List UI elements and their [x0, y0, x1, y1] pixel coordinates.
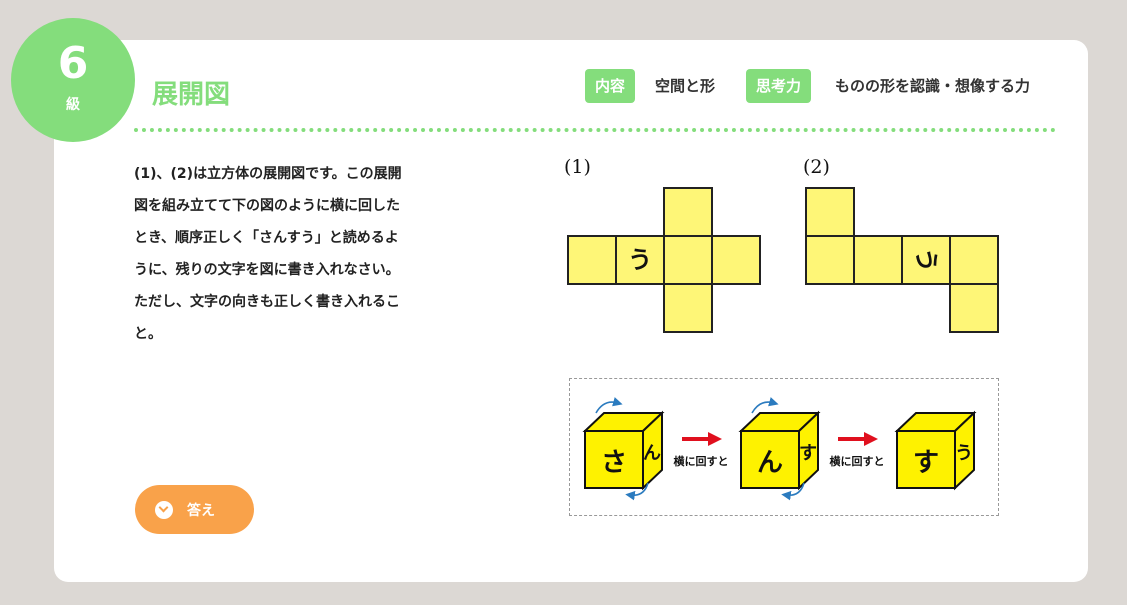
red-arrow-icon: [682, 432, 722, 446]
figure-1-label: (1): [564, 156, 591, 178]
tag-content-label: 内容: [585, 69, 636, 103]
rotation-example-drawing: さ ん 横に回すと ん す 横に回すと: [582, 397, 977, 501]
net2-face: [853, 235, 903, 285]
net1-face: [567, 235, 617, 285]
cube-3-side: う: [955, 443, 973, 464]
net1-face: [663, 283, 713, 333]
cube-2-side: す: [799, 443, 817, 464]
cube-1: さ ん: [582, 397, 665, 501]
net2-letter: う: [912, 248, 940, 272]
rotate-arrow-icon: [625, 482, 649, 501]
cube-1-front: さ: [601, 448, 627, 478]
cube-1-side: ん: [643, 443, 661, 464]
net2-face-letter: う: [901, 235, 951, 285]
tag-content-value: 空間と形: [655, 77, 716, 95]
net1-face: [711, 235, 761, 285]
answer-button-label: 答え: [187, 503, 215, 519]
net2-face: [805, 235, 855, 285]
figure-2-label: (2): [803, 156, 830, 178]
rotate-label: 横に回すと: [674, 454, 729, 468]
rotate-arrow-icon: [781, 482, 805, 501]
rotate-label: 横に回すと: [830, 454, 885, 468]
net2-face: [949, 283, 999, 333]
tag-thinking-value: ものの形を認識・想像する力: [835, 77, 1031, 95]
net2-face: [805, 187, 855, 237]
cube-3: す う: [894, 410, 977, 491]
question-text: (1)、(2)は立方体の展開図です。この展開 図を組み立てて下の図のように横に回…: [134, 166, 402, 342]
rotate-arrow-icon: [751, 397, 779, 414]
rotation-example: さ ん 横に回すと ん す 横に回すと: [569, 378, 999, 516]
red-arrow-icon: [838, 432, 878, 446]
level-suffix: 級: [66, 97, 80, 113]
cube-2-front: ん: [757, 448, 783, 478]
level-badge: 6 級: [11, 18, 135, 142]
net2-face: [949, 235, 999, 285]
chevron-down-icon: [155, 501, 173, 519]
page-title: 展開図: [152, 80, 231, 110]
level-number: 6: [57, 38, 89, 89]
net1-face: [663, 187, 713, 237]
answer-button[interactable]: 答え: [135, 485, 254, 534]
dotted-divider: [134, 128, 1056, 132]
net1-face: [663, 235, 713, 285]
tag-thinking-label: 思考力: [746, 69, 812, 103]
cube-2: ん す: [738, 397, 821, 501]
net1-face-letter: う: [615, 235, 665, 285]
cube-3-front: す: [913, 448, 939, 478]
rotate-arrow-icon: [595, 397, 623, 414]
